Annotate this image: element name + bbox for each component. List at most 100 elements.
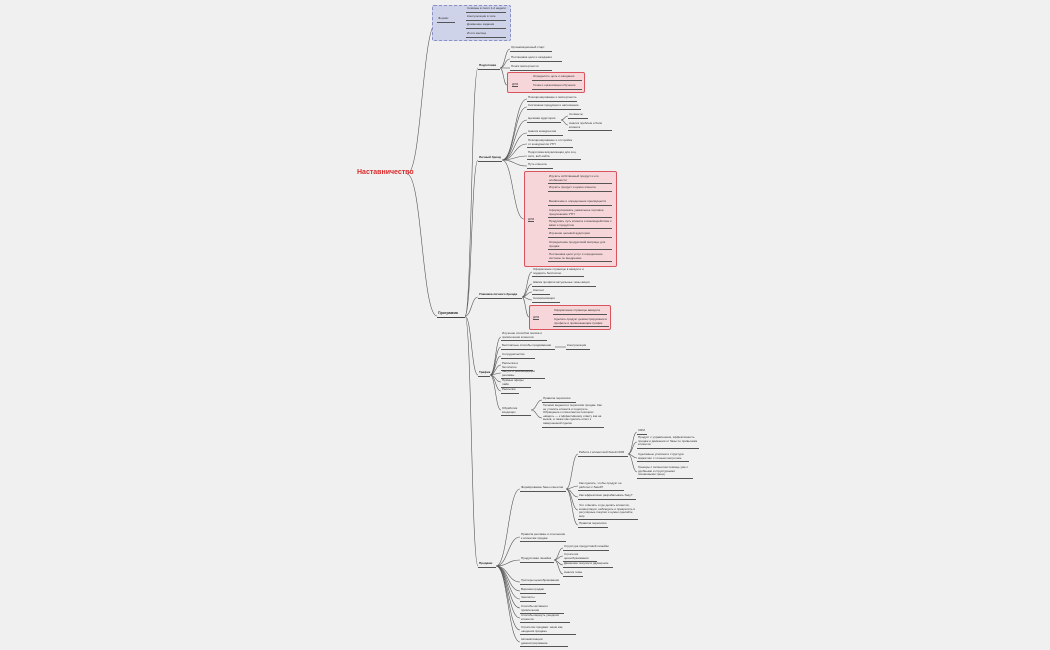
crm-child[interactable]: Продукт с управлением, эффективность про…: [637, 435, 699, 449]
brand-item[interactable]: Позиционирование и отстройка от конкурен…: [527, 138, 573, 149]
preparation-group-box: [507, 72, 585, 93]
traffic-item[interactable]: Обработка входящих: [501, 406, 531, 417]
connector-line: [495, 536, 521, 567]
traffic-item[interactable]: Бесплатные способы продвижения: [501, 343, 555, 350]
traffic-item[interactable]: Прямые эфиры лайв: [501, 378, 531, 389]
traffic-free-child[interactable]: Консультация: [566, 343, 590, 350]
sales-topic[interactable]: Продажи: [478, 561, 496, 568]
product-child[interactable]: Движение покупок в двумерном: [563, 561, 613, 568]
connector-line: [464, 296, 479, 317]
connector-line: [464, 315, 479, 567]
connector-line: [495, 559, 521, 567]
format-item[interactable]: Созвоны в zoom 1-2 недели: [466, 6, 506, 13]
traffic-item[interactable]: Сотрудничество: [501, 352, 535, 359]
handling-child[interactable]: Правила переписки: [542, 396, 576, 403]
crm-node[interactable]: CRM: [637, 428, 647, 435]
packaging-topic[interactable]: Упаковка личного бренда: [478, 292, 522, 299]
product-line[interactable]: Продуктовая линейка: [520, 556, 554, 563]
sales-other[interactable]: Триггеры ценообразования: [520, 578, 560, 585]
product-child[interactable]: Структура продуктовой линейки: [563, 544, 609, 551]
brand-item[interactable]: Путь клиента: [527, 162, 553, 169]
brand-group-item[interactable]: Изучить собственный продукт и его особен…: [548, 174, 612, 185]
connector-line: [464, 315, 479, 376]
packaging-item[interactable]: Синхронизация: [532, 296, 560, 303]
connector-line: [489, 374, 502, 392]
preparation-group-item[interactable]: Определить цель и ожидания: [532, 74, 582, 81]
audience-child[interactable]: Сегменты: [568, 112, 588, 119]
brand-group-item[interactable]: Постановка цели услуг и определение сист…: [548, 252, 612, 263]
brand-group-item[interactable]: Сформулировать уникальное торговое предл…: [548, 208, 612, 219]
product-child[interactable]: Анализ темы: [563, 570, 583, 577]
crm-work[interactable]: Работа с клиентской базой CRM: [578, 450, 628, 457]
brand-item[interactable]: Подготовка визуализации для соц. сети, в…: [527, 150, 581, 161]
brand-group-box: [524, 171, 617, 267]
packaging-item[interactable]: Контент: [532, 288, 550, 295]
preparation-item[interactable]: Поиск экспертности: [510, 64, 552, 71]
connector-line: [495, 565, 521, 643]
preparation-item[interactable]: Организационный старт: [510, 45, 552, 52]
traffic-item[interactable]: Рассылка и бесплатно: [501, 361, 533, 372]
traffic-item[interactable]: Рассылки: [501, 387, 519, 394]
formation-child[interactable]: Что отвечать и где делать клиентов, конв…: [578, 503, 638, 521]
format-item[interactable]: Итоги месяца: [466, 31, 506, 38]
brand-item[interactable]: Позиционирование и экспертность: [527, 95, 577, 102]
brand-item[interactable]: Целевая аудитория: [527, 116, 561, 123]
connector-line: [627, 431, 638, 455]
handling-child[interactable]: Техники ведения и переписки продаж. Как …: [542, 403, 604, 428]
crm-child[interactable]: Сделанные усилием и структура маркетинг …: [637, 452, 689, 463]
traffic-topic[interactable]: Трафик: [478, 370, 490, 377]
sales-other[interactable]: Способы вернуть ушедших клиентов: [520, 613, 570, 624]
sales-other[interactable]: Стратегии продажи: наши как, «ведения пр…: [520, 625, 576, 636]
connector-line: [501, 159, 525, 220]
product-child[interactable]: Стратегия ценообразования: [563, 552, 597, 563]
brand-group-item[interactable]: Изучить продукт и нужно клиента: [548, 185, 612, 192]
connector-line: [489, 336, 502, 376]
sales-other[interactable]: Воронка продаж: [520, 587, 546, 594]
root-topic[interactable]: Наставничество: [357, 169, 414, 176]
format-item[interactable]: Консультации в чате: [466, 14, 506, 21]
preparation-topic[interactable]: Подготовка: [478, 63, 500, 70]
program-topic[interactable]: Программа: [437, 311, 465, 318]
sales-other[interactable]: Способы активного привлечения: [520, 604, 564, 615]
connector-line: [489, 374, 502, 411]
packaging-item[interactable]: Оформление страницы в аккаунте и подарит…: [532, 267, 584, 278]
connector-line: [501, 98, 528, 161]
connector-line: [530, 409, 543, 419]
brand-group-item[interactable]: Продумать путь клиента и взаимодействие …: [548, 219, 612, 230]
brand-group-item[interactable]: Определение продуктовой матрицы для прод…: [548, 240, 612, 251]
preparation-item[interactable]: Постановка цели и ожидания: [510, 55, 562, 62]
connector-line: [501, 159, 528, 167]
sales-recommend[interactable]: Правила рекламы и отношения к клиентам п…: [520, 532, 566, 543]
sales-other[interactable]: Автоматизация: демонстрирование: [520, 637, 568, 648]
traffic-item[interactable]: Запуск и рекомендации рекламы: [501, 369, 545, 380]
formation-child[interactable]: Как сделать, чтобы продукт ее работал с …: [578, 481, 624, 492]
format-item[interactable]: Домашние задания: [466, 22, 506, 29]
brand-item[interactable]: Анализ конкурентов: [527, 129, 563, 136]
connector-line: [560, 115, 569, 121]
packaging-group-item[interactable]: Сделать продукт демонстрируемым в профил…: [553, 317, 609, 328]
connector-line: [565, 488, 579, 526]
brand-group-item[interactable]: Изучение целевой аудитории: [548, 231, 612, 238]
packaging-item[interactable]: Шапка профиля актуальные темы акции: [532, 280, 596, 287]
connector-line: [501, 132, 528, 161]
connector-line: [521, 296, 533, 301]
brand-item[interactable]: Системная продукция и наполнение: [527, 103, 581, 110]
packaging-group-item[interactable]: Оформление страницы аккаунта: [553, 308, 607, 315]
crm-child[interactable]: Трекеры с сегментом помощь уже с удобным…: [637, 465, 693, 479]
format-topic[interactable]: Формат: [437, 16, 455, 23]
preparation-group-item[interactable]: Точка и организация обучения: [532, 83, 582, 90]
connector-line: [521, 271, 533, 298]
connector-line: [627, 453, 638, 473]
connector-line: [406, 173, 438, 317]
traffic-item[interactable]: Изучение способов поиска и привлечения к…: [501, 331, 547, 342]
sales-other[interactable]: Чеклисты: [520, 595, 536, 602]
sales-formation[interactable]: Формирование базы клиентов: [520, 485, 566, 492]
brand-topic[interactable]: Личный бренд: [478, 155, 502, 162]
audience-child[interactable]: Анализ проблем и боли клиента: [568, 121, 612, 132]
formation-child[interactable]: Правила переписки: [578, 521, 608, 528]
formation-child[interactable]: Как эффективно разрабатывать базу?: [578, 493, 636, 500]
preparation-group-label: ДЛЯ: [512, 82, 519, 87]
brand-group-item[interactable]: Выявление и определение преимуществ: [548, 199, 612, 206]
